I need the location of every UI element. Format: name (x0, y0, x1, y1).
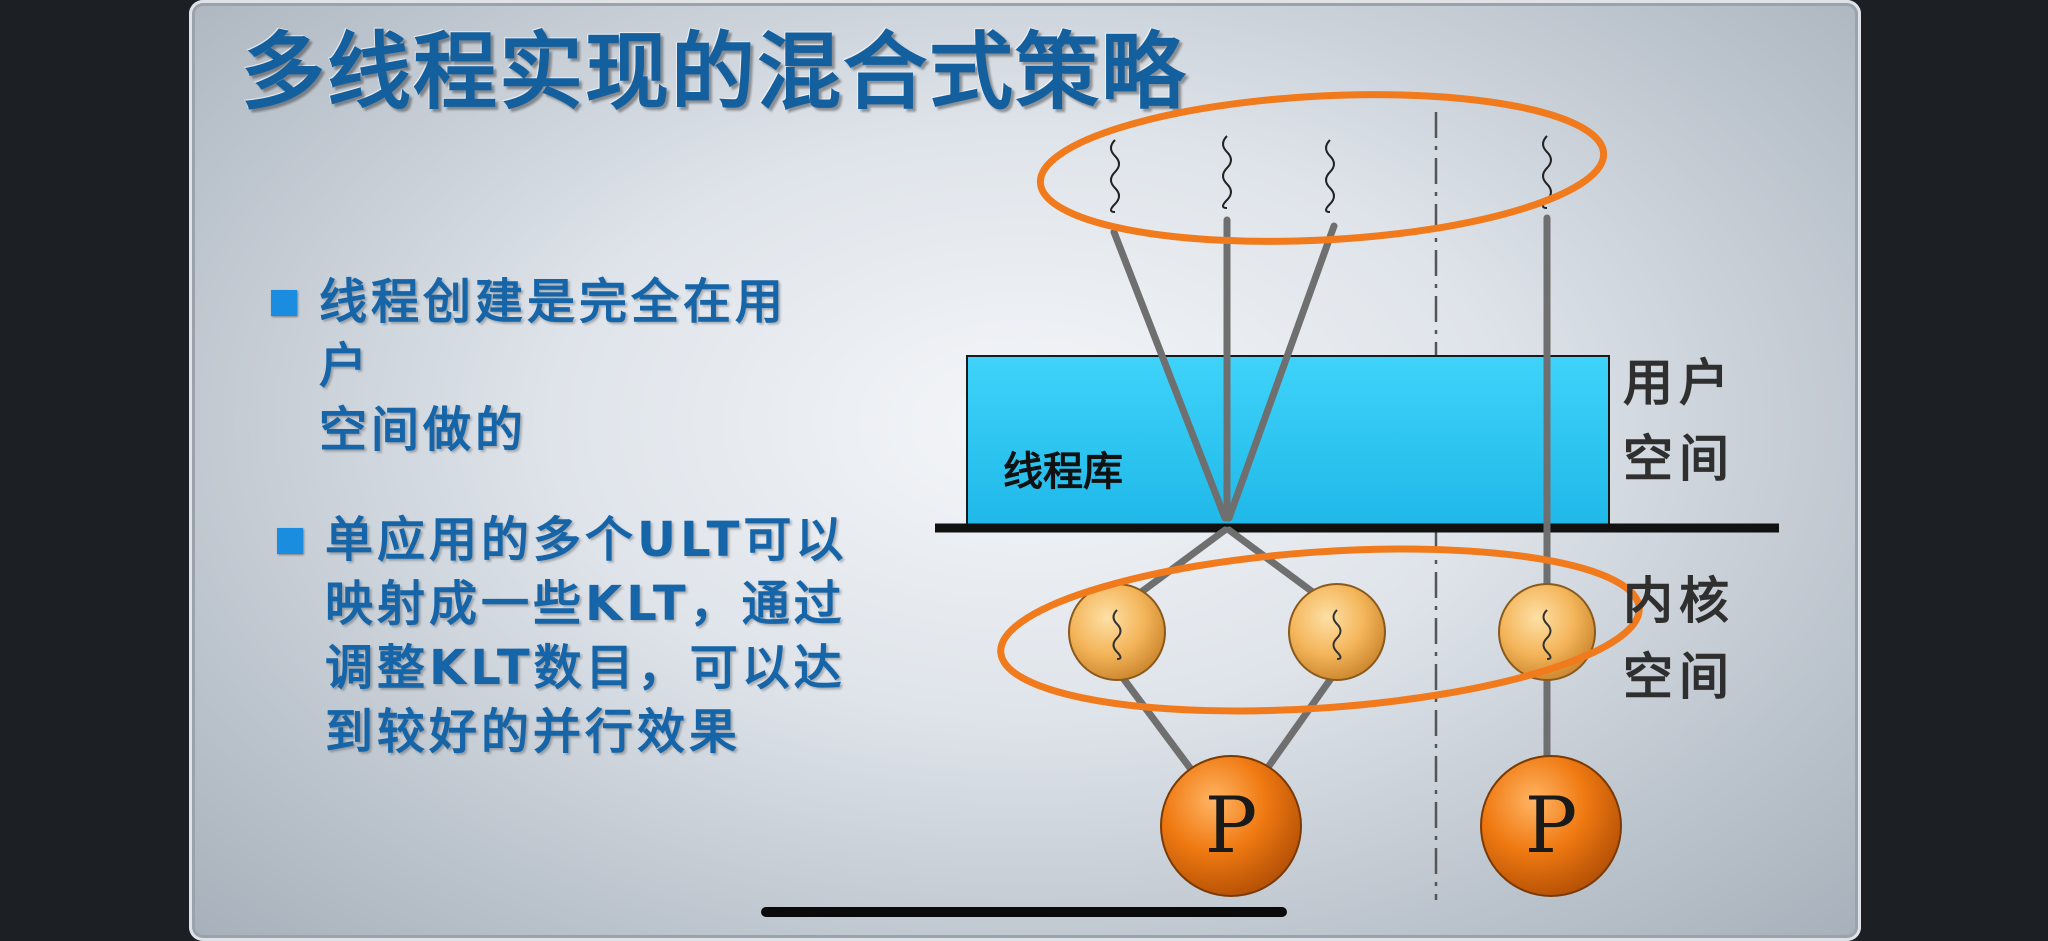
kernel-thread (1068, 583, 1166, 681)
kernel-thread (1498, 583, 1596, 681)
user-space-label: 用户 空间 (1623, 354, 1735, 488)
kernel-thread (1288, 583, 1386, 681)
thread-squiggle-icon (1325, 139, 1335, 213)
kernel-threads-highlight (997, 545, 1643, 715)
user-space-label-line: 空间 (1623, 430, 1735, 488)
user-threads-highlight (1036, 91, 1608, 245)
processor: P (1160, 755, 1302, 897)
thread-library-box (966, 355, 1610, 527)
thread-squiggle-icon (1542, 609, 1552, 660)
bullet-line: 空间做的 (319, 402, 528, 458)
thread-squiggle-icon (1222, 135, 1232, 209)
kernel-space-label-line: 空间 (1623, 648, 1735, 706)
thread-squiggle-icon (1112, 609, 1122, 660)
processor: P (1480, 755, 1622, 897)
home-indicator[interactable] (761, 907, 1287, 917)
thread-squiggle-icon (1110, 139, 1120, 213)
square-bullet-icon (271, 290, 297, 316)
bullet-text: 单应用的多个ULT可以 映射成一些KLT，通过 调整KLT数目，可以达 到较好的… (325, 508, 847, 764)
kernel-space-label-line: 内核 (1623, 572, 1735, 630)
processor-label: P (1525, 781, 1577, 871)
bullet-line: 线程创建是完全在用户 (319, 274, 788, 394)
user-threads (1110, 135, 1552, 213)
slide-title: 多线程实现的混合式策略 (241, 23, 1188, 121)
bullet-line: 到较好的并行效果 (325, 704, 742, 760)
kernel-threads (1068, 583, 1596, 681)
hybrid-thread-diagram: 线程库 (935, 91, 1779, 900)
bullet-line: 单应用的多个ULT可以 (325, 512, 848, 568)
bullet-item: 线程创建是完全在用户 空间做的 (271, 270, 831, 462)
bullet-text: 线程创建是完全在用户 空间做的 (319, 270, 831, 462)
bullet-line: 映射成一些KLT，通过 (325, 576, 846, 632)
thread-library-label: 线程库 (1003, 449, 1123, 495)
user-space-label-line: 用户 (1623, 354, 1735, 412)
slide: 多线程实现的混合式策略 线程创建是完全在用户 空间做的 单应用的多个ULT可以 … (189, 0, 1861, 941)
bullet-item: 单应用的多个ULT可以 映射成一些KLT，通过 调整KLT数目，可以达 到较好的… (277, 508, 877, 764)
square-bullet-icon (277, 528, 303, 554)
bullet-line: 调整KLT数目，可以达 (325, 640, 846, 696)
kernel-space-label: 内核 空间 (1623, 572, 1735, 706)
processor-label: P (1205, 781, 1257, 871)
thread-squiggle-icon (1332, 609, 1342, 660)
